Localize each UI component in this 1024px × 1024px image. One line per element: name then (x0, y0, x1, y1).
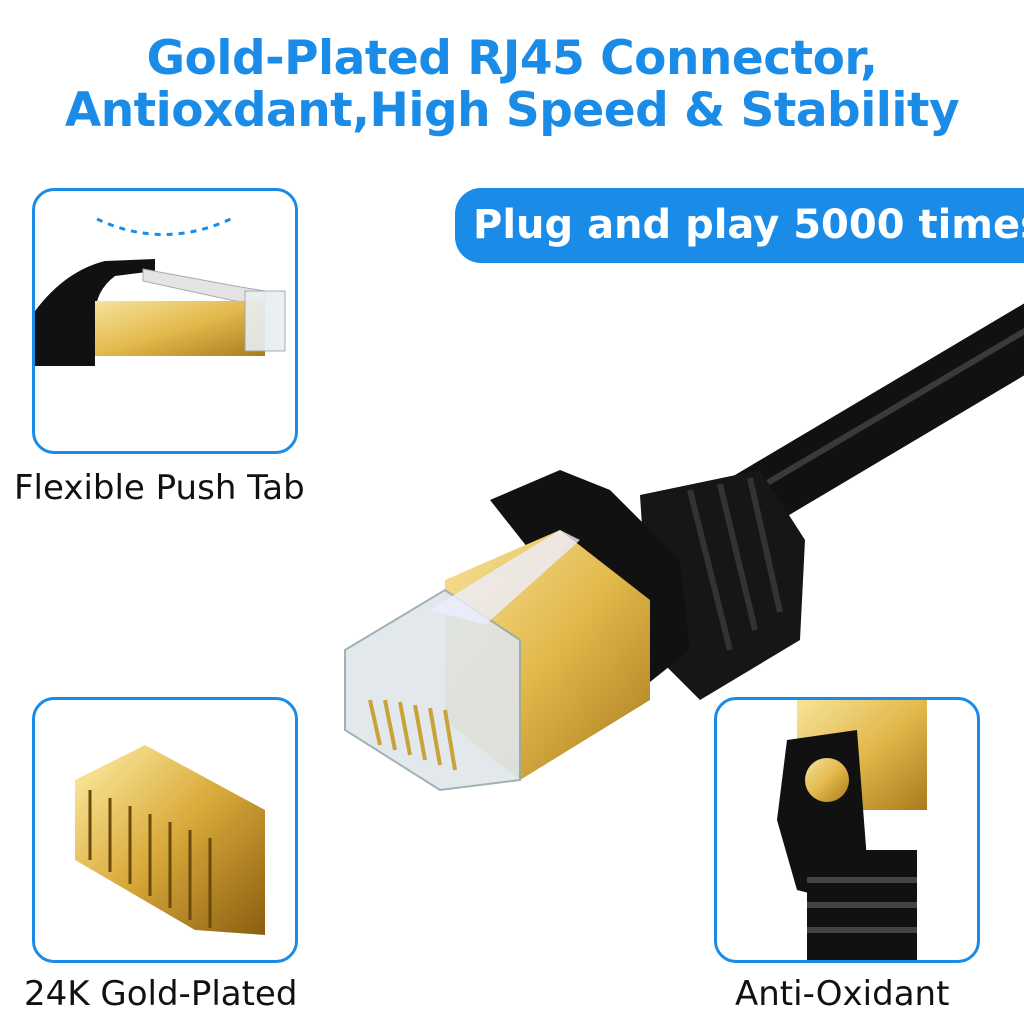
push-tab-icon (35, 215, 286, 366)
headline-line-2: Antioxdant,High Speed & Stability (64, 83, 960, 138)
plug-play-badge: Plug and play 5000 times (455, 188, 1024, 263)
connector-end-icon (777, 700, 927, 960)
clear-plug (344, 588, 521, 792)
headline-line-1: Gold-Plated RJ45 Connector, (146, 31, 878, 86)
gold-pins-panel (32, 697, 298, 963)
push-tab-panel (32, 188, 298, 454)
cable (689, 303, 1024, 551)
gold-pins-icon (75, 745, 265, 935)
feature-label-anti-oxidant: Anti-Oxidant (735, 974, 950, 1014)
feature-label-push-tab: Flexible Push Tab (14, 468, 305, 508)
anti-oxidant-panel (714, 697, 980, 963)
feature-label-gold-plated: 24K Gold-Plated (24, 974, 298, 1014)
